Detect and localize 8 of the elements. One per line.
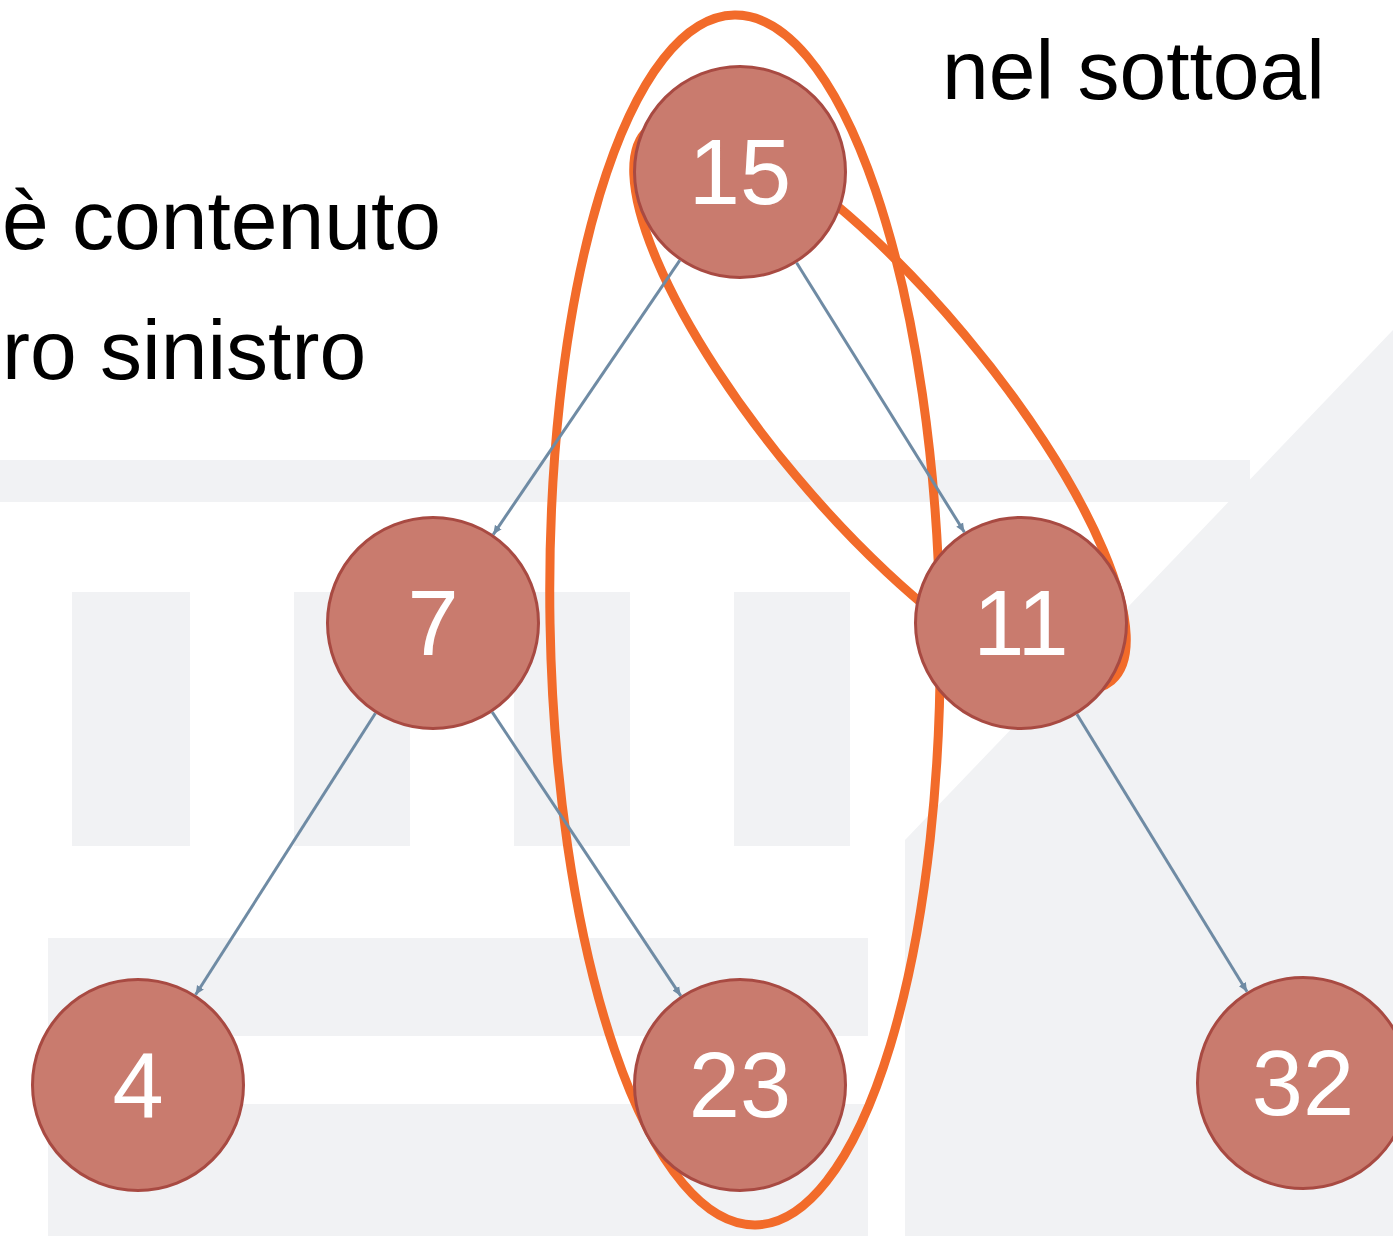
- arrow: [491, 259, 682, 536]
- slide-text: ro sinistro: [2, 308, 367, 392]
- arrow: [194, 712, 377, 996]
- arrow: [1075, 713, 1249, 993]
- slide-text: è contenuto: [2, 178, 442, 262]
- arrow: [490, 711, 683, 997]
- slide-text: nel sottoal: [942, 28, 1325, 112]
- arrow: [795, 262, 966, 533]
